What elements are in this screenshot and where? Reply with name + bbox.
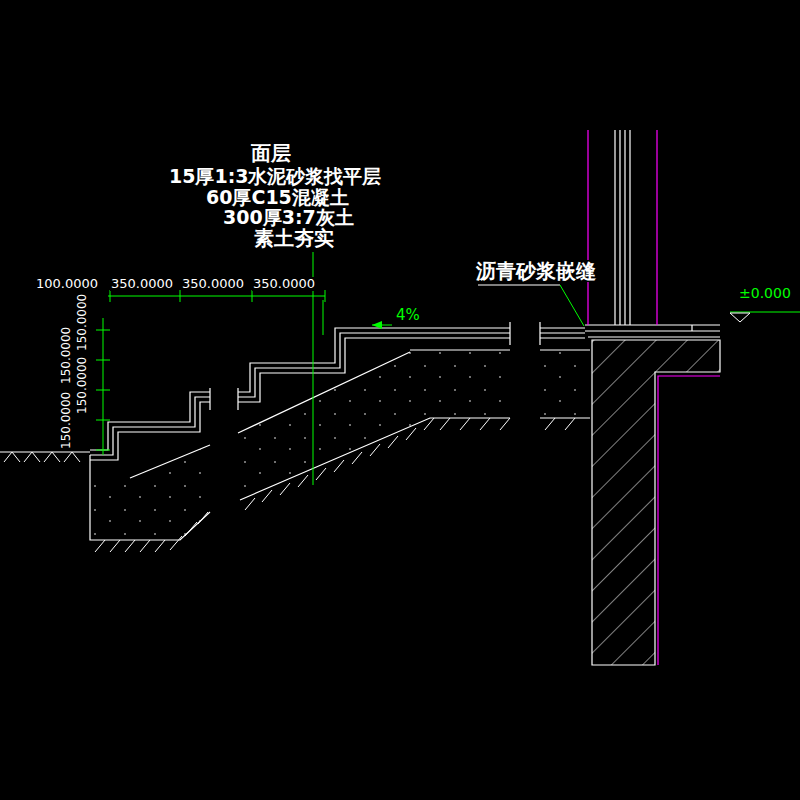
dimension-text: 350.0000 — [252, 277, 316, 291]
dimension-text: 150.0000 — [60, 326, 73, 385]
dimension-text: 150.0000 — [60, 391, 73, 450]
joint-note: 沥青砂浆嵌缝 — [475, 260, 597, 282]
elevation-mark: ±0.000 — [738, 286, 792, 301]
dimension-text: 350.0000 — [181, 277, 245, 291]
dimension-text: 350.0000 — [110, 277, 174, 291]
layer-note: 60厚C15混凝土 — [205, 187, 350, 208]
slope-text: 4% — [395, 307, 421, 324]
layer-note: 15厚1:3水泥砂浆找平层 — [168, 166, 382, 187]
dimension-text: 100.0000 — [35, 277, 99, 291]
layer-title: 面层 — [250, 142, 292, 164]
layer-note: 300厚3:7灰土 — [222, 207, 355, 228]
dimension-text: 150.0000 — [76, 293, 89, 352]
dimension-text: 150.0000 — [76, 356, 89, 415]
layer-note: 素土夯实 — [253, 227, 335, 249]
